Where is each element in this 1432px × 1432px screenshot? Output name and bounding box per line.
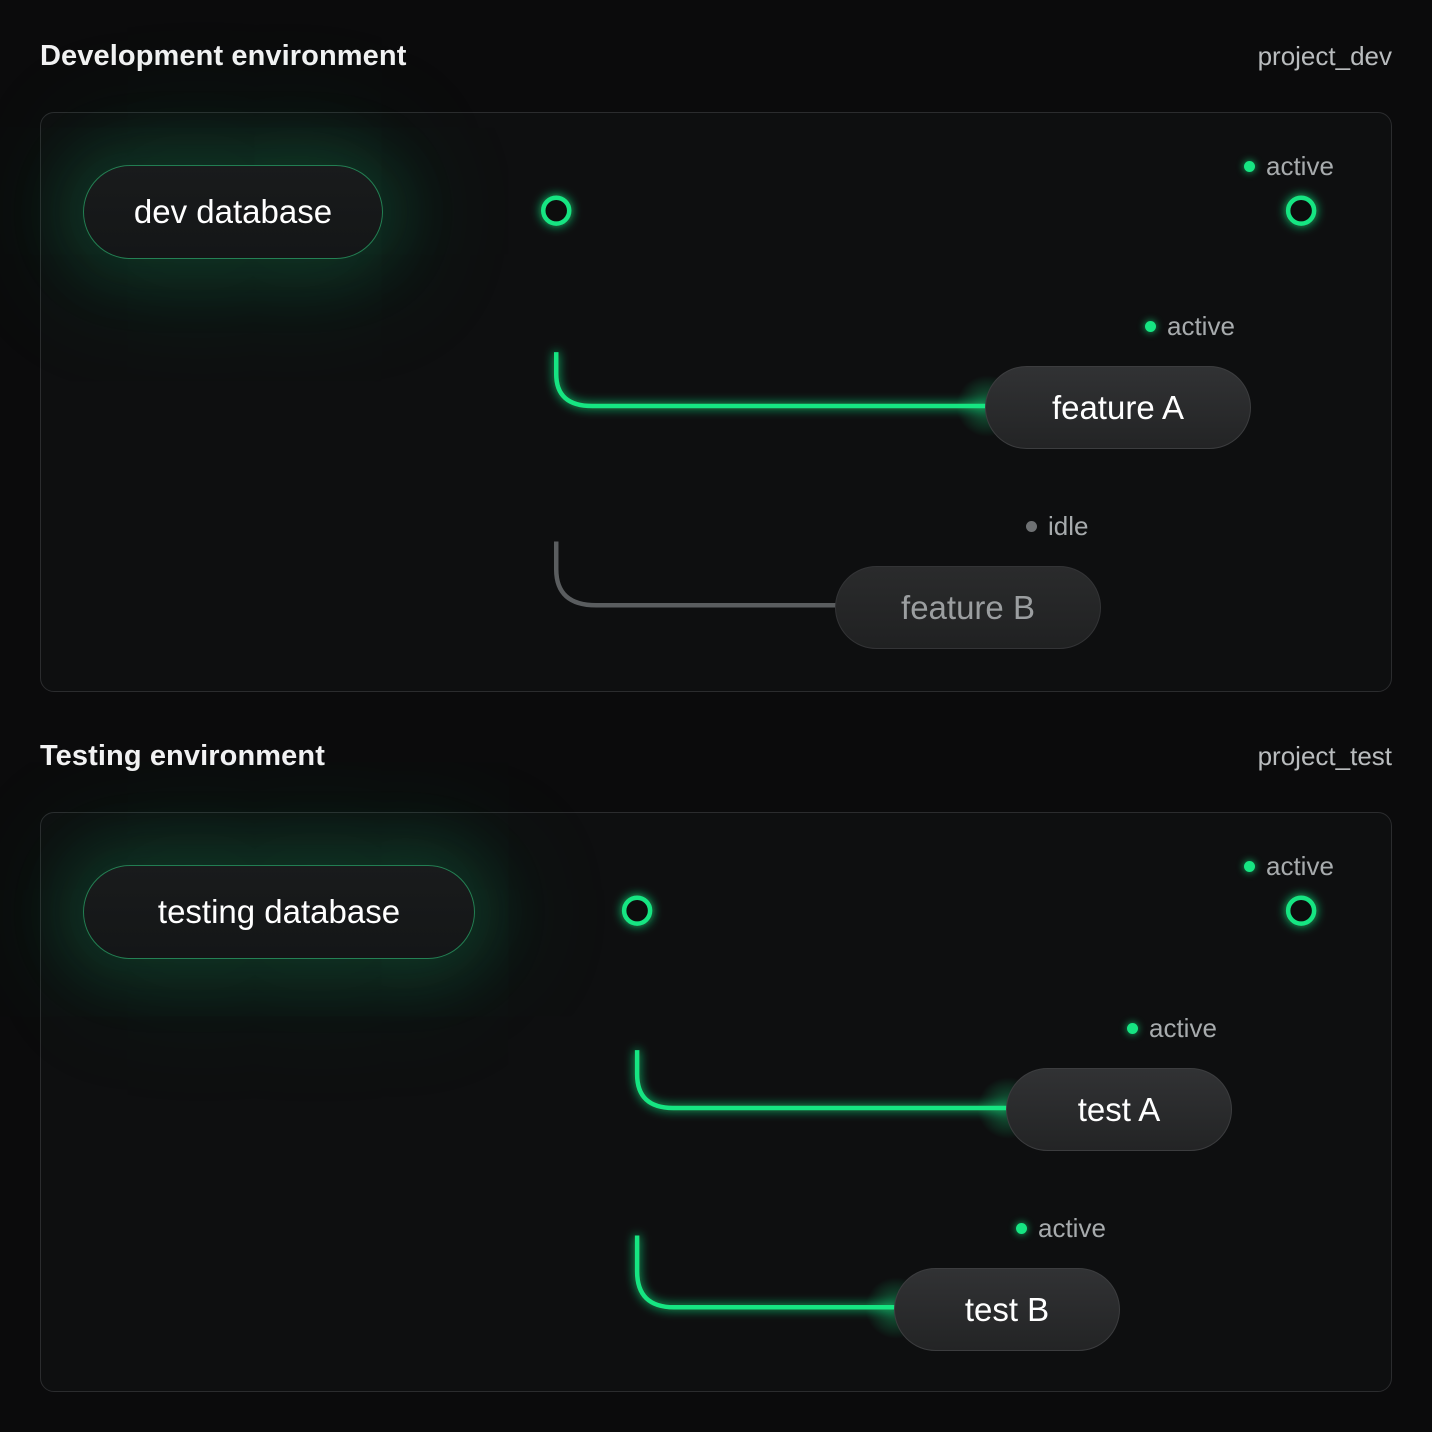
status-label: active	[1167, 311, 1235, 341]
junction-node-testing[interactable]	[621, 895, 653, 926]
project-name-testing: project_test	[1257, 741, 1392, 771]
status-dot-icon	[1145, 321, 1156, 332]
status-label: active	[1149, 1013, 1217, 1043]
project-name-development: project_dev	[1257, 41, 1392, 71]
page-title-testing: Testing environment	[40, 740, 325, 772]
wire-branch-feature-a	[553, 352, 988, 409]
topology-card-testing: testing database active test A active te…	[40, 812, 1392, 1392]
page-title-development: Development environment	[40, 40, 407, 72]
status-dot-icon	[1016, 1223, 1027, 1234]
node-dev-database[interactable]: dev database	[83, 114, 383, 316]
node-feature-b[interactable]: feature B	[835, 566, 1101, 649]
endpoint-node-main-branch-testing[interactable]	[1285, 895, 1317, 926]
node-testing-database[interactable]: testing database	[83, 814, 475, 1016]
status-dot-icon	[1127, 1023, 1138, 1034]
wire-branch-test-b	[634, 1235, 896, 1310]
node-test-a[interactable]: test A	[1006, 1068, 1232, 1151]
status-label: idle	[1048, 511, 1089, 541]
node-label: testing database	[157, 893, 401, 930]
node-label: dev database	[133, 193, 333, 230]
node-label: test A	[1077, 1090, 1161, 1128]
status-badge-main-branch-development: active	[1244, 151, 1334, 182]
endpoint-node-main-branch-development[interactable]	[1285, 195, 1317, 226]
status-label: active	[1266, 851, 1334, 881]
status-badge-main-branch-testing: active	[1244, 851, 1334, 882]
status-badge-test-b: active	[1016, 1213, 1106, 1244]
node-label: feature A	[1051, 388, 1185, 426]
status-dot-icon	[1244, 861, 1255, 872]
node-feature-a[interactable]: feature A	[985, 366, 1251, 449]
section-development: Development environment project_dev	[0, 40, 1432, 692]
status-dot-icon	[1244, 161, 1255, 172]
junction-node-development[interactable]	[541, 195, 572, 226]
status-badge-feature-a: active	[1145, 311, 1235, 342]
topology-card-development: dev database active feature A active fea…	[40, 112, 1392, 692]
status-dot-icon	[1026, 521, 1037, 532]
node-label: feature B	[901, 588, 1035, 626]
status-label: active	[1038, 1213, 1106, 1243]
status-badge-feature-b: idle	[1026, 511, 1088, 542]
wire-branch-test-a	[634, 1050, 1008, 1111]
section-header-testing: Testing environment project_test	[40, 740, 1392, 786]
wire-branch-feature-b	[553, 541, 838, 608]
status-label: active	[1266, 151, 1334, 181]
node-label: test B	[964, 1290, 1050, 1328]
node-test-b[interactable]: test B	[894, 1268, 1120, 1351]
section-testing: Testing environment project_test	[0, 740, 1432, 1392]
status-badge-test-a: active	[1127, 1013, 1217, 1044]
section-header-development: Development environment project_dev	[40, 40, 1392, 86]
